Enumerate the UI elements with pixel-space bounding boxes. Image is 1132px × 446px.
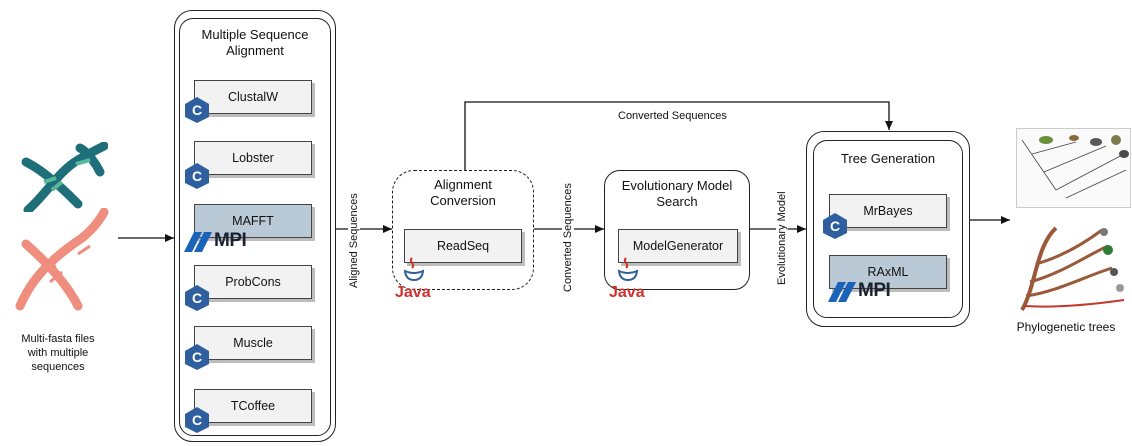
tool-label: ProbCons	[225, 275, 281, 289]
tool-muscle[interactable]: Muscle	[194, 326, 312, 360]
tool-label: MrBayes	[863, 204, 913, 218]
tool-mrbayes[interactable]: MrBayes	[829, 194, 947, 228]
c-language-icon: C	[185, 344, 209, 370]
tool-modelgenerator[interactable]: ModelGenerator	[618, 229, 738, 263]
mpi-stripes-icon	[828, 282, 856, 302]
svg-text:C: C	[192, 412, 202, 428]
msa-title-line: Multiple Sequence	[201, 27, 309, 42]
tool-probcons[interactable]: ProbCons	[194, 265, 312, 299]
tool-lobster[interactable]: Lobster	[194, 141, 312, 175]
java-cup-icon	[617, 257, 639, 282]
conversion-title-line: Alignment	[434, 177, 492, 192]
c-language-icon: C	[185, 407, 209, 433]
model-search-title: Evolutionary Model Search	[604, 178, 750, 210]
svg-text:C: C	[830, 218, 840, 234]
input-label-line: Multi-fasta files	[21, 333, 95, 345]
edge-label-aligned: Aligned Sequences	[348, 192, 360, 289]
tool-clustalw[interactable]: ClustalW	[194, 80, 312, 114]
svg-text:C: C	[192, 168, 202, 184]
output-label: Phylogenetic trees	[1016, 320, 1116, 334]
input-label-line: sequences	[31, 361, 85, 373]
mpi-text: MPI	[858, 280, 891, 301]
edge-label-converted-top: Converted Sequences	[616, 110, 729, 122]
dna-teal-icon	[21, 142, 108, 212]
tool-label: Lobster	[232, 151, 274, 165]
tool-readseq[interactable]: ReadSeq	[404, 229, 522, 263]
tool-mafft[interactable]: MAFFT	[194, 204, 312, 238]
model-search-title-line: Search	[656, 194, 698, 209]
java-text: Java	[609, 284, 645, 301]
c-language-icon: C	[823, 213, 847, 239]
svg-text:C: C	[192, 349, 202, 365]
conversion-title-line: Conversion	[430, 193, 496, 208]
mpi-stripes-icon	[184, 232, 212, 252]
c-language-icon: C	[185, 97, 209, 123]
edge-label-evolutionary: Evolutionary Model	[776, 190, 788, 286]
java-text: Java	[395, 284, 431, 301]
treegen-title: Tree Generation	[840, 151, 936, 166]
svg-text:C: C	[192, 290, 202, 306]
conversion-title: Alignment Conversion	[392, 177, 534, 209]
edge-label-converted: Converted Sequences	[562, 182, 574, 293]
tool-tcoffee[interactable]: TCoffee	[194, 389, 312, 423]
mpi-icon: MPI	[828, 280, 894, 302]
c-language-icon: C	[185, 163, 209, 189]
java-icon: Java	[609, 256, 651, 306]
input-label: Multi-fasta files with multiple sequence…	[6, 332, 110, 374]
java-icon: Java	[395, 256, 437, 306]
tool-label: TCoffee	[230, 399, 276, 413]
mpi-icon: MPI	[184, 230, 250, 252]
tool-label: ClustalW	[227, 90, 278, 104]
dna-salmon-icon	[15, 208, 109, 311]
msa-title: Multiple Sequence Alignment	[179, 27, 331, 59]
svg-text:C: C	[192, 102, 202, 118]
phylogenetic-tree-image	[1020, 226, 1125, 312]
tool-label: Muscle	[233, 336, 273, 350]
tool-label: MAFFT	[232, 214, 274, 228]
arrow-converted-bypass	[464, 101, 893, 170]
tool-label: ReadSeq	[436, 239, 490, 253]
mpi-text: MPI	[214, 230, 247, 251]
model-search-title-line: Evolutionary Model	[621, 178, 733, 193]
tool-label: RAxML	[867, 265, 909, 279]
c-language-icon: C	[185, 285, 209, 311]
tool-label: ModelGenerator	[632, 239, 724, 253]
java-cup-icon	[403, 257, 425, 282]
phylogenetic-tree-image	[1016, 128, 1131, 208]
msa-title-line: Alignment	[226, 43, 284, 58]
input-label-line: with multiple	[27, 347, 89, 359]
